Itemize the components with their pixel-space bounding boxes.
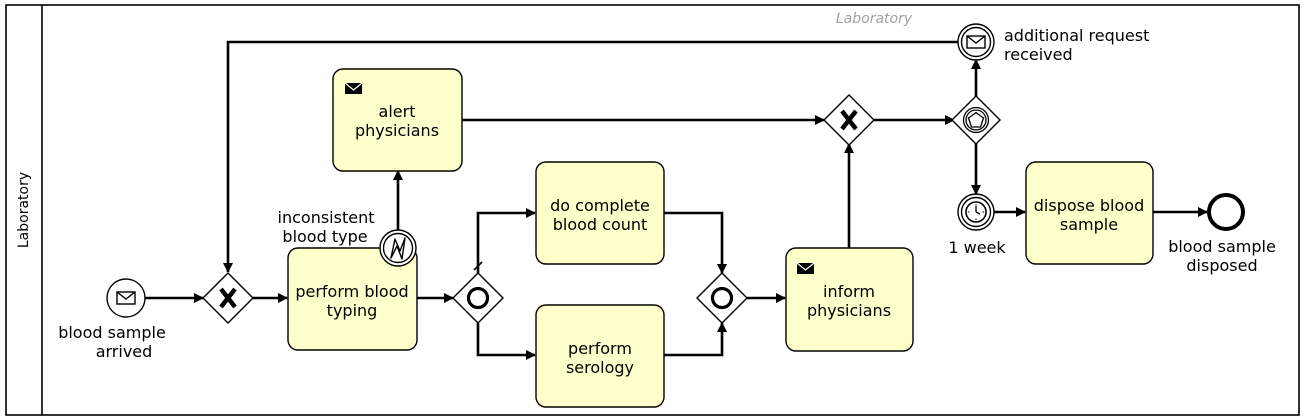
flow-count-to-join xyxy=(664,211,727,274)
envelope-icon xyxy=(344,82,363,94)
flow-split-to-count xyxy=(476,208,536,273)
inclusive-gateway-split[interactable] xyxy=(452,272,504,324)
envelope-icon xyxy=(796,262,815,274)
boundary-event-inconsistent-blood-type[interactable]: inconsistent blood type xyxy=(278,208,417,267)
inclusive-gateway-join[interactable] xyxy=(696,272,748,324)
end-event-label-line1: blood sample xyxy=(1168,237,1276,256)
sequence-flows xyxy=(145,40,1208,360)
intermediate-event-additional-request[interactable]: additional request received xyxy=(957,23,1149,64)
task-dispose-blood-sample[interactable]: dispose blood sample xyxy=(1025,161,1154,265)
task-count-label-line2: blood count xyxy=(553,215,648,234)
task-typing-label-line2: typing xyxy=(327,301,378,320)
task-inform-label-line1: inform xyxy=(823,282,875,301)
exclusive-gateway-merge[interactable] xyxy=(202,272,254,324)
task-alert-label-line1: alert xyxy=(379,102,416,121)
end-event-blood-sample-disposed[interactable]: blood sample disposed xyxy=(1168,193,1276,275)
timer-event-1-week[interactable]: 1 week xyxy=(948,193,1006,257)
flow-serology-to-join xyxy=(664,322,727,357)
task-count-label-line1: do complete xyxy=(550,196,650,215)
timer-label: 1 week xyxy=(948,238,1006,257)
task-inform-physicians[interactable]: inform physicians xyxy=(785,247,914,352)
start-event-label-line1: blood sample xyxy=(58,323,166,342)
task-alert-label-line2: physicians xyxy=(355,121,439,140)
task-do-complete-blood-count[interactable]: do complete blood count xyxy=(535,161,665,265)
additional-request-label-line2: received xyxy=(1004,45,1073,64)
start-event-blood-sample-arrived[interactable]: blood sample arrived xyxy=(58,278,166,361)
task-serology-label-line2: serology xyxy=(566,358,634,377)
pentagon-icon xyxy=(967,111,985,128)
clock-icon xyxy=(965,201,987,223)
circle-marker xyxy=(466,286,490,310)
task-perform-blood-typing[interactable]: perform blood typing xyxy=(287,247,418,351)
flow-message-loop-back xyxy=(223,40,958,273)
lane-watermark: Laboratory xyxy=(836,11,913,27)
envelope-icon xyxy=(116,291,136,305)
event-based-gateway[interactable] xyxy=(951,95,1001,145)
pool-title: Laboratory xyxy=(16,172,32,248)
x-marker xyxy=(219,287,237,309)
start-event-label-line2: arrived xyxy=(96,342,153,361)
lightning-icon xyxy=(390,237,406,260)
default-flow-marker xyxy=(473,261,483,271)
task-inform-label-line2: physicians xyxy=(807,301,891,320)
end-event-label-line2: disposed xyxy=(1186,256,1257,275)
envelope-icon xyxy=(966,35,986,49)
task-perform-serology[interactable]: perform serology xyxy=(535,304,665,408)
circle-marker xyxy=(710,286,734,310)
additional-request-label-line1: additional request xyxy=(1004,26,1149,45)
task-serology-label-line1: perform xyxy=(568,339,632,358)
boundary-label-line2: blood type xyxy=(282,227,367,246)
task-alert-physicians[interactable]: alert physicians xyxy=(332,68,463,172)
task-dispose-label-line2: sample xyxy=(1060,215,1118,234)
task-dispose-label-line1: dispose blood xyxy=(1034,196,1144,215)
task-typing-label-line1: perform blood xyxy=(295,282,408,301)
boundary-label-line1: inconsistent xyxy=(278,208,375,227)
flow-split-to-serology xyxy=(476,323,536,360)
x-marker xyxy=(840,109,858,131)
exclusive-gateway-merge-2[interactable] xyxy=(823,94,875,146)
